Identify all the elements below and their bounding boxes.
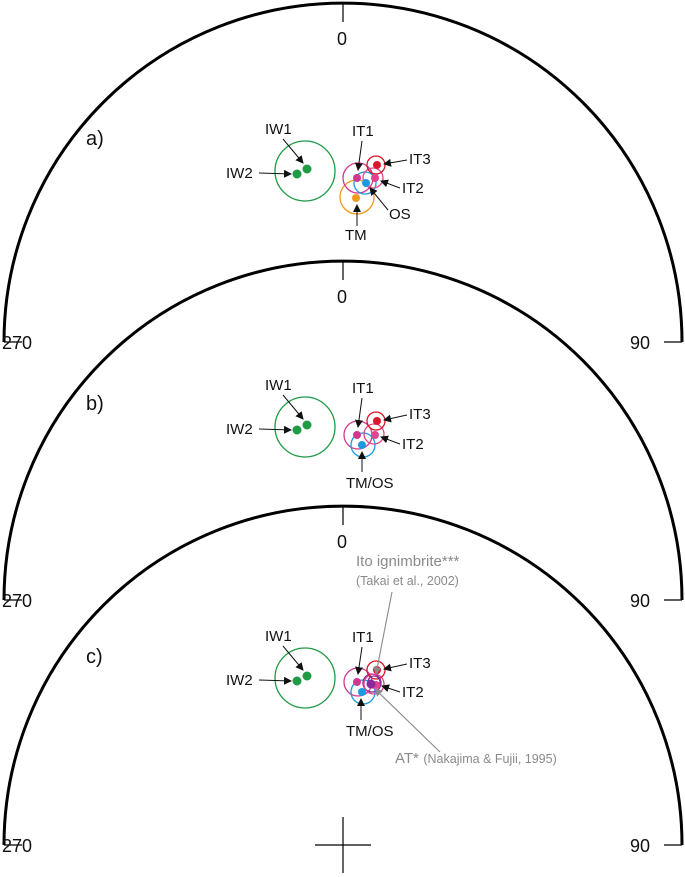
it3-arrow (383, 663, 408, 672)
it1-label: IT1 (352, 380, 374, 397)
it3-label: IT3 (409, 655, 431, 672)
tmos-label: TM/OS (346, 723, 394, 740)
panel-c: 0 c) IW1 IW2 IT1 IT3 IT2 TM/OS Ito ignim… (2, 504, 684, 873)
it2-label: IT2 (402, 684, 424, 701)
it2-arrow (380, 179, 401, 189)
iw1-point (302, 164, 312, 174)
panel-label: b) (86, 393, 104, 415)
tmos-point (358, 441, 366, 449)
at-reference-text: AT* (Nakajima & Fujii, 1995) (395, 750, 557, 767)
stereonet-outline (2, 504, 684, 846)
it1-label: IT1 (352, 123, 374, 140)
east-label: 90 (630, 591, 650, 611)
ito-ignimbrite-title: Ito ignimbrite*** (356, 553, 460, 570)
east-label: 90 (630, 333, 650, 353)
os-point (362, 179, 370, 187)
west-label: 270 (2, 333, 32, 353)
at-point (366, 679, 376, 689)
it2-arrow (381, 684, 401, 693)
it2-arrow (380, 435, 401, 445)
iw2-arrow (258, 425, 292, 434)
east-label: 90 (630, 836, 650, 856)
it1-point (353, 431, 361, 439)
it2-point (371, 174, 379, 182)
at-source: (Nakajima & Fujii, 1995) (423, 752, 556, 766)
iw2-point (291, 168, 303, 180)
iw2-label: IW2 (226, 421, 253, 438)
it1-arrow (354, 140, 363, 171)
iw1-arrow (282, 138, 304, 164)
west-label: 270 (2, 591, 32, 611)
tmos-label: TM/OS (346, 475, 394, 492)
it1-label: IT1 (352, 629, 374, 646)
iw-confidence-circle (274, 140, 336, 202)
at-title: AT* (395, 750, 419, 767)
it2-point (371, 431, 379, 439)
it2-label: IT2 (402, 180, 424, 197)
north-label: 0 (337, 287, 347, 307)
iw-confidence-circle (274, 396, 336, 458)
tm-point (352, 194, 360, 202)
iw2-point (291, 675, 303, 687)
panel-a: 0 a) IW1 IW2 IT1 IT3 IT2 OS TM 270 90 (2, 1, 684, 353)
it1-point (353, 174, 361, 182)
iw1-arrow (282, 645, 304, 671)
north-label: 0 (337, 29, 347, 49)
iw1-label: IW1 (265, 121, 292, 138)
os-arrow (369, 187, 389, 211)
tmos-point (358, 688, 366, 696)
it3-label: IT3 (409, 151, 431, 168)
panel-label: a) (86, 128, 104, 150)
iw1-arrow (282, 394, 304, 420)
iw2-point (291, 424, 303, 436)
iw2-label: IW2 (226, 672, 253, 689)
panel-b: 0 b) IW1 IW2 IT1 IT3 IT2 TM/OS 270 90 (2, 259, 684, 611)
panel-label: c) (86, 646, 103, 668)
os-label: OS (389, 206, 411, 223)
iw2-arrow (258, 169, 292, 178)
iw-confidence-circle (274, 647, 336, 709)
tm-label: TM (345, 227, 367, 244)
iw1-label: IW1 (265, 628, 292, 645)
it2-confidence-circle (363, 423, 385, 445)
ito-ignimbrite-leader (373, 591, 393, 675)
west-label: 270 (2, 836, 32, 856)
iw1-point (302, 671, 312, 681)
it1-arrow (355, 646, 363, 675)
north-label: 0 (337, 532, 347, 552)
it3-point (373, 417, 381, 425)
iw2-label: IW2 (226, 165, 253, 182)
iw2-arrow (258, 676, 292, 685)
ito-ignimbrite-source: (Takai et al., 2002) (356, 574, 459, 588)
iw1-point (302, 420, 312, 430)
it3-arrow (383, 158, 408, 167)
it1-arrow (354, 397, 363, 428)
it2-label: IT2 (402, 436, 424, 453)
it1-point (353, 678, 361, 686)
iw1-label: IW1 (265, 377, 292, 394)
it3-label: IT3 (409, 406, 431, 423)
it3-arrow (383, 414, 408, 423)
at-leader (374, 688, 441, 753)
it3-point (373, 161, 381, 169)
